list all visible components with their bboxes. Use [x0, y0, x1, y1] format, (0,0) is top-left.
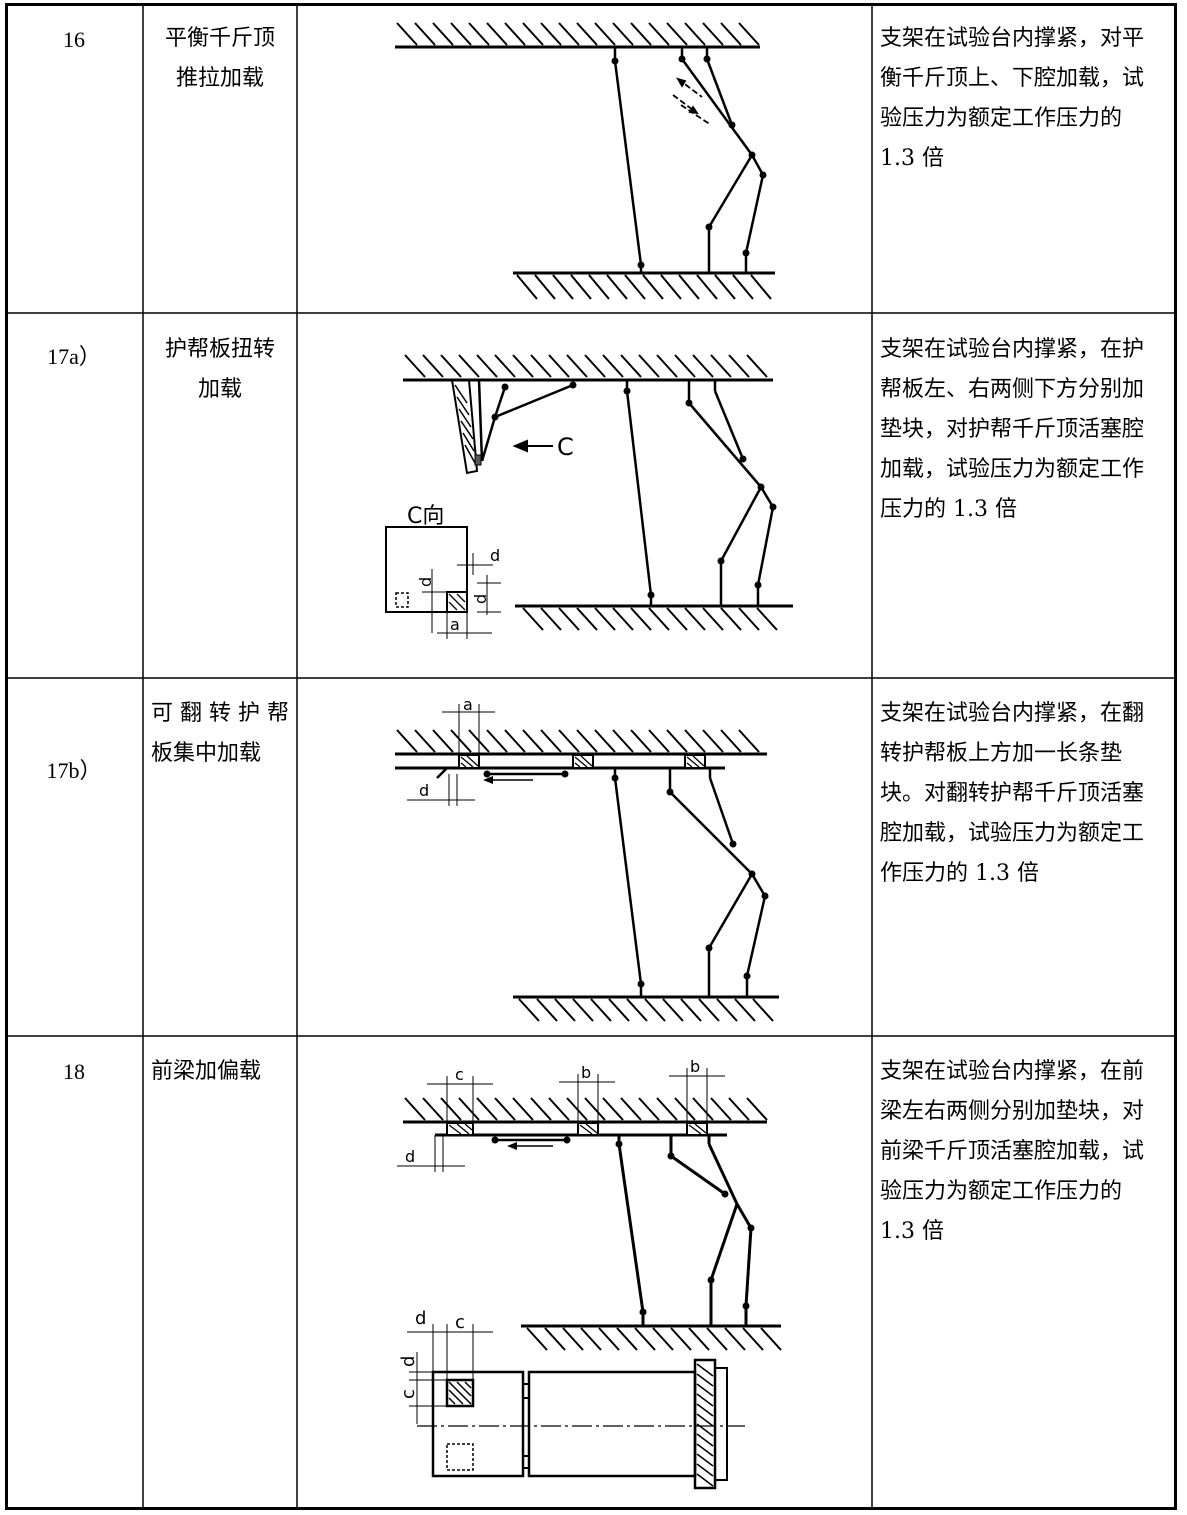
row-17a-number: 17a） — [47, 344, 101, 369]
row-17a-description: 支架在试验台内撑紧，在护 帮板左、右两侧下方分别加 垫块，对护帮千斤顶活塞腔 加… — [880, 330, 1170, 530]
row-17a-diagram: C C向 d d d a — [385, 354, 793, 639]
row-18-top-hatch — [404, 1097, 768, 1121]
row-18-plan-c-top: c — [455, 1312, 465, 1333]
row-16-number: 16 — [63, 27, 85, 52]
row-17a-support-links — [625, 380, 775, 606]
row-16-joints — [611, 55, 767, 269]
row-16-name: 平衡千斤顶 推拉加载 — [143, 19, 297, 99]
row-16-top-hatch — [396, 22, 760, 46]
row-17a-view-c: C向 d d d a — [385, 504, 501, 639]
row-16-base-hatch — [516, 274, 772, 300]
row-18-dim-d: d — [405, 1147, 415, 1166]
row-17a-view-label: C向 — [407, 504, 444, 529]
row-18-plan-d-side: d — [398, 1356, 419, 1367]
row-17a-dim-a: a — [450, 615, 460, 634]
row-18-desc-line-4: 验压力为额定工作压力的 — [880, 1179, 1123, 1204]
row-17b-dim-d: d — [419, 781, 429, 800]
row-17b-top-hatch — [396, 729, 760, 753]
row-17a-arrow-c: C — [512, 433, 574, 461]
row-17a-dim-d1: d — [490, 546, 500, 565]
row-17a-side-guard — [450, 379, 574, 475]
row-16-base — [513, 271, 775, 300]
row-17b-joints — [483, 770, 769, 988]
row-18-joints — [491, 1136, 755, 1316]
row-16-name-line-1: 平衡千斤顶 — [164, 26, 275, 51]
row-18-name: 前梁加偏载 — [151, 1052, 297, 1092]
row-17b-desc-line-1: 支架在试验台内撑紧，在翻 — [880, 701, 1145, 726]
row-17b-top-beam — [395, 729, 767, 756]
row-18-plan-d-top: d — [415, 1308, 426, 1329]
row-18-diagram: c b b d — [397, 1057, 782, 1490]
row-18-front-beam: c b b d — [397, 1057, 727, 1172]
row-17b-desc-line-2: 转护帮板上方加一长条垫 — [880, 741, 1123, 766]
row-18-number: 18 — [63, 1059, 85, 1084]
row-16-desc-line-1: 支架在试验台内撑紧，对平 — [880, 26, 1145, 51]
row-17a-joints — [491, 381, 777, 599]
row-16-top-beam — [395, 22, 760, 49]
row-16-description: 支架在试验台内撑紧，对平 衡千斤顶上、下腔加载，试 验压力为额定工作压力的 1.… — [880, 19, 1170, 179]
row-17b-name: 可 翻 转 护 帮 板集中加载 — [151, 694, 297, 774]
row-17a-desc-line-1: 支架在试验台内撑紧，在护 — [880, 337, 1145, 362]
row-17b-name-line-1: 可 翻 转 护 帮 — [151, 701, 289, 726]
row-17a-desc-line-2: 帮板左、右两侧下方分别加 — [880, 377, 1145, 402]
row-17b-desc-line-3: 块。对翻转护帮千斤顶活塞 — [880, 781, 1145, 806]
row-18-desc-line-5: 1.3 倍 — [880, 1219, 944, 1244]
row-17a-desc-line-3: 垫块，对护帮千斤顶活塞腔 — [880, 417, 1145, 442]
row-17a-desc-line-4: 加载，试验压力为额定工作 — [880, 457, 1145, 482]
row-18-dim-c: c — [455, 1065, 464, 1084]
row-16-support-links — [613, 47, 765, 273]
row-18-plan-c-side: c — [398, 1389, 419, 1399]
row-17a-base — [515, 604, 793, 631]
row-17b-dim-a: a — [463, 695, 473, 714]
row-18-dim-b2: b — [690, 1057, 700, 1076]
row-16-desc-line-3: 验压力为额定工作压力的 — [880, 106, 1123, 131]
row-17a-dim-d3: d — [471, 594, 490, 604]
row-18-plan-view: d c d c — [398, 1308, 745, 1490]
row-18-name-line-1: 前梁加偏载 — [151, 1059, 262, 1084]
row-17a-name-line-1: 护帮板扭转 — [164, 337, 275, 362]
row-18-desc-line-1: 支架在试验台内撑紧，在前 — [880, 1059, 1145, 1084]
row-17a-desc-line-5: 压力的 1.3 倍 — [880, 497, 1017, 522]
row-16-name-line-2: 推拉加载 — [175, 66, 264, 91]
row-17a-name-line-2: 加载 — [197, 377, 242, 402]
row-17b-base-hatch — [518, 998, 774, 1022]
row-16-force-arrows — [672, 77, 712, 126]
row-18-base-hatch — [526, 1327, 782, 1351]
row-16-desc-line-4: 1.3 倍 — [880, 146, 944, 171]
row-18-base — [521, 1324, 782, 1351]
table-grid-lines — [5, 3, 1177, 1510]
row-18-support-links — [617, 1135, 753, 1326]
row-17b-diagram: a d — [395, 695, 779, 1022]
row-18-desc-line-3: 前梁千斤顶活塞腔加载，试 — [880, 1139, 1145, 1164]
test-table: 16 平衡千斤顶 推拉加载 支架在试验台内撑紧，对平 衡千斤顶上、下腔加载，试 … — [5, 3, 1177, 1510]
row-18-desc-line-2: 梁左右两侧分别加垫块，对 — [880, 1099, 1145, 1124]
row-17b-number: 17b） — [46, 758, 102, 783]
row-17a-arrow-label: C — [557, 433, 574, 461]
row-17b-support-links — [613, 768, 767, 997]
row-18-dim-b1: b — [581, 1063, 591, 1082]
row-17a-name: 护帮板扭转 加载 — [143, 330, 297, 410]
row-17b-name-line-2: 板集中加载 — [151, 741, 262, 766]
row-17a-top-beam — [403, 354, 773, 382]
row-16-desc-line-2: 衡千斤顶上、下腔加载，试 — [880, 66, 1145, 91]
row-17b-desc-line-4: 腔加载，试验压力为额定工 — [880, 821, 1145, 846]
row-18-top-beam — [403, 1097, 768, 1124]
row-17a-top-hatch — [404, 354, 768, 378]
row-17b-description: 支架在试验台内撑紧，在翻 转护帮板上方加一长条垫 块。对翻转护帮千斤顶活塞 腔加… — [880, 694, 1170, 894]
row-17a-dim-d2: d — [416, 577, 435, 587]
row-16-diagram — [395, 22, 775, 300]
row-17b-desc-line-5: 作压力的 1.3 倍 — [880, 861, 1039, 886]
row-17a-base-hatch — [522, 607, 778, 631]
row-18-description: 支架在试验台内撑紧，在前 梁左右两侧分别加垫块，对 前梁千斤顶活塞腔加载，试 验… — [880, 1052, 1170, 1252]
row-17b-base — [513, 995, 779, 1022]
